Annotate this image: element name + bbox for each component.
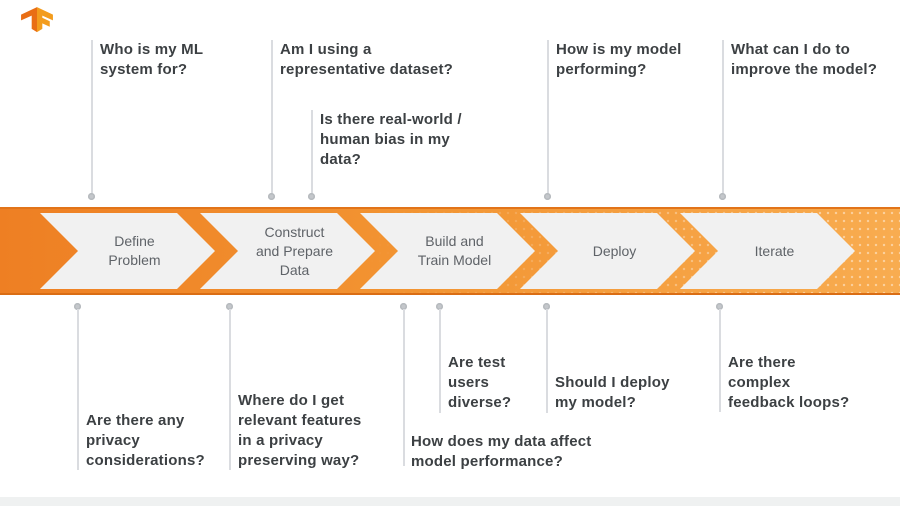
question-text: What can I do to improve the model? (731, 41, 878, 78)
leader-dot (400, 303, 407, 310)
question-text: Are there complex feedback loops? (728, 354, 850, 411)
leader-line (229, 309, 231, 470)
question-text: Where do I get relevant features in a pr… (238, 392, 362, 469)
leader-line (91, 40, 93, 193)
leader-line (722, 40, 724, 193)
question-text: Am I using a representative dataset? (280, 41, 454, 78)
leader-line (547, 40, 549, 193)
leader-dot (544, 193, 551, 200)
question-text: Are test users diverse? (448, 354, 512, 411)
step-label: Build and Train Model (417, 233, 492, 268)
step-label: Deploy (592, 242, 637, 259)
leader-dot (308, 193, 315, 200)
leader-line (439, 309, 441, 413)
question-text: Is there real-world / human bias in my d… (320, 111, 462, 168)
leader-dot (716, 303, 723, 310)
question-text: Are there any privacy considerations? (86, 412, 205, 469)
step-label: Iterate (754, 242, 795, 259)
leader-dot (74, 303, 81, 310)
question-text: Should I deploy my model? (555, 374, 670, 411)
question-text: How does my data affect model performanc… (411, 433, 592, 470)
tensorflow-logo-icon (21, 7, 53, 33)
step-label: Construct and Prepare Data (255, 223, 334, 278)
leader-dot (436, 303, 443, 310)
leader-line (719, 309, 721, 412)
leader-line (546, 309, 548, 413)
leader-line (403, 309, 405, 466)
leader-dot (88, 193, 95, 200)
footer-strip (0, 497, 900, 506)
leader-dot (268, 193, 275, 200)
step-chevron-iterate: Iterate (680, 213, 855, 289)
step-label: Define Problem (108, 233, 161, 268)
question-text: Who is my ML system for? (100, 41, 204, 78)
leader-dot (543, 303, 550, 310)
leader-line (271, 40, 273, 193)
leader-line (311, 110, 313, 193)
question-text: How is my model performing? (556, 41, 682, 78)
leader-dot (719, 193, 726, 200)
leader-line (77, 309, 79, 470)
leader-dot (226, 303, 233, 310)
process-band: Define Problem Construct and Prepare Dat… (0, 207, 900, 295)
